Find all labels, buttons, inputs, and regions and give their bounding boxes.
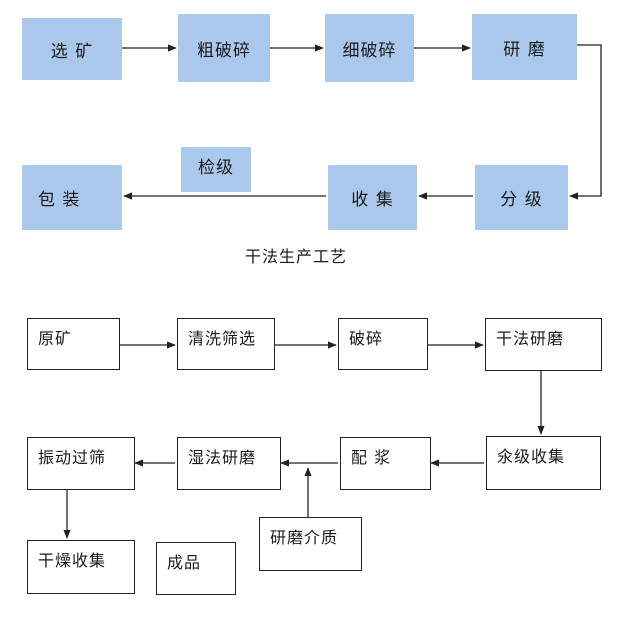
step-label: 检级 bbox=[198, 158, 234, 178]
step-yanmo-jiezhi: 研磨介质 bbox=[259, 517, 362, 571]
step-label: 原矿 bbox=[38, 329, 73, 348]
step-fenji: 分 级 bbox=[475, 165, 568, 230]
step-label: 细破碎 bbox=[342, 40, 397, 61]
step-label: 干燥收集 bbox=[38, 551, 107, 570]
step-qingxi: 清洗筛选 bbox=[177, 318, 275, 370]
step-fenji-shouji: 氽级收集 bbox=[486, 436, 601, 490]
step-posui: 破碎 bbox=[338, 318, 428, 370]
step-label: 收 集 bbox=[351, 190, 394, 210]
step-yuankuang: 原矿 bbox=[27, 318, 120, 370]
step-label: 研 磨 bbox=[503, 39, 546, 60]
step-label: 湿法研磨 bbox=[188, 448, 257, 467]
step-ganzao: 干燥收集 bbox=[27, 540, 135, 594]
dry-process-caption: 干法生产工艺 bbox=[245, 247, 348, 266]
step-label: 选 矿 bbox=[50, 41, 94, 62]
step-yanmo: 研 磨 bbox=[472, 14, 577, 80]
step-zhendong: 振动过筛 bbox=[27, 437, 135, 490]
step-label: 包 装 bbox=[38, 190, 81, 210]
step-label: 破碎 bbox=[349, 329, 384, 348]
step-xipo: 细破碎 bbox=[325, 14, 414, 82]
step-cupo: 粗破碎 bbox=[178, 14, 270, 82]
step-label: 干法研磨 bbox=[496, 329, 565, 348]
step-peijiang: 配 浆 bbox=[340, 437, 431, 490]
step-label: 氽级收集 bbox=[497, 447, 566, 466]
step-label: 成品 bbox=[167, 553, 202, 572]
step-label: 粗破碎 bbox=[197, 40, 251, 61]
step-label: 配 浆 bbox=[351, 448, 392, 467]
step-shouji: 收 集 bbox=[328, 165, 417, 230]
step-ganfa: 干法研磨 bbox=[485, 318, 602, 371]
step-xuankuang: 选 矿 bbox=[22, 18, 122, 80]
step-label: 分 级 bbox=[500, 190, 543, 210]
step-label: 研磨介质 bbox=[270, 528, 339, 547]
arrow-yanmo-fenji bbox=[569, 44, 602, 200]
step-label: 振动过筛 bbox=[38, 448, 107, 467]
step-baozhuang: 包 装 bbox=[22, 165, 122, 230]
step-shifa: 湿法研磨 bbox=[177, 437, 281, 490]
step-jianji: 检级 bbox=[181, 147, 251, 192]
step-chengpin: 成品 bbox=[156, 542, 236, 595]
step-label: 清洗筛选 bbox=[188, 329, 257, 348]
